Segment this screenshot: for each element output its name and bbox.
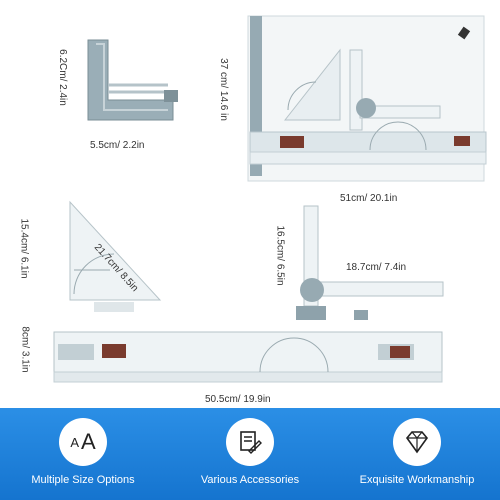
feature-label: Multiple Size Options <box>31 474 135 486</box>
feature-various-accessories: Various Accessories <box>190 418 310 486</box>
feature-label: Various Accessories <box>200 474 300 486</box>
square-width-label: 18.7cm/ 7.4in <box>346 262 407 273</box>
parallel-ruler-image <box>53 331 443 383</box>
feature-label: Exquisite Workmanship <box>359 474 475 486</box>
diamond-icon <box>393 418 441 466</box>
clamp-height-label: 6.2Cm/ 2.4in <box>56 49 68 106</box>
product-stage: 6.2Cm/ 2.4in 5.5cm/ 2.2in 37 cm/ 14.6 in… <box>18 15 487 405</box>
triangle-ruler-image <box>69 200 162 312</box>
triangle-height-label: 15.4cm/ 6.1in <box>18 218 30 279</box>
square-height-label: 16.5cm/ 6.5in <box>274 225 286 286</box>
square-ruler-image <box>296 205 444 320</box>
board-width-label: 51cm/ 20.1in <box>340 193 398 204</box>
ruler-height-label: 8cm/ 3.1in <box>19 326 31 373</box>
drawing-board-image <box>247 15 487 182</box>
ruler-width-label: 50.5cm/ 19.9in <box>205 394 271 405</box>
feature-exquisite-workmanship: Exquisite Workmanship <box>357 418 477 486</box>
document-ruler-icon <box>226 418 274 466</box>
board-height-label: 37 cm/ 14.6 in <box>217 58 229 121</box>
clamp-width-label: 5.5cm/ 2.2in <box>90 140 145 151</box>
clamp-image <box>87 39 178 121</box>
